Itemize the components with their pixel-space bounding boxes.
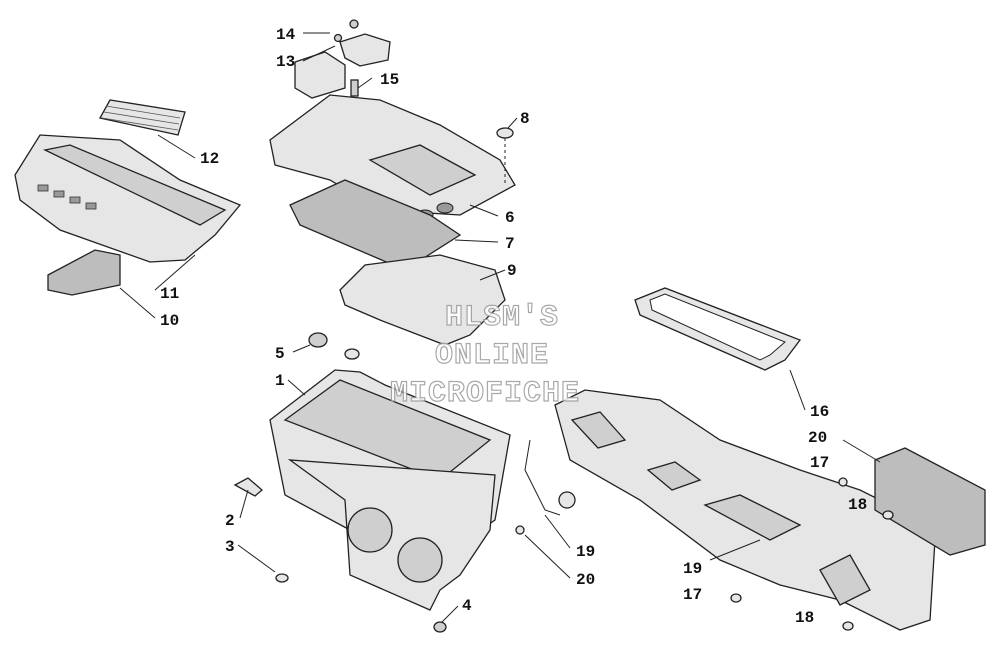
callout-labels: 14 13 15 8 12 6 7 9 11 10 5 1 16 20 17 1… bbox=[160, 26, 867, 627]
callout-7: 7 bbox=[505, 235, 515, 253]
callout-21: 19 bbox=[576, 543, 595, 561]
callout-19: 19 bbox=[683, 560, 702, 578]
fasteners-parts-17-22 bbox=[515, 439, 894, 631]
callout-6: 6 bbox=[505, 209, 515, 227]
drain-part-4 bbox=[433, 621, 447, 633]
foam-pad-part-7 bbox=[289, 179, 462, 271]
callout-16: 16 bbox=[810, 403, 829, 421]
watermark-line-2: ONLINE bbox=[435, 339, 549, 373]
callout-8: 8 bbox=[520, 110, 530, 128]
callout-4: 4 bbox=[462, 597, 472, 615]
clip-part-2 bbox=[233, 477, 263, 497]
callout-17b: 17 bbox=[683, 586, 702, 604]
callout-18a: 18 bbox=[848, 496, 867, 514]
callout-1: 1 bbox=[275, 372, 285, 390]
watermark: HLSM'S ONLINE MICROFICHE bbox=[389, 300, 580, 411]
leader-lines bbox=[119, 32, 881, 623]
callout-3: 3 bbox=[225, 538, 235, 556]
screw-part-8 bbox=[496, 127, 514, 185]
callout-18b: 18 bbox=[795, 609, 814, 627]
callout-20: 20 bbox=[808, 429, 827, 447]
airbox-cover-part-11 bbox=[14, 134, 242, 263]
clip-assembly-parts-13-15 bbox=[294, 19, 391, 99]
callout-13: 13 bbox=[276, 53, 295, 71]
callout-22: 20 bbox=[576, 571, 595, 589]
foam-block-part-20 bbox=[874, 447, 986, 556]
callout-12: 12 bbox=[200, 150, 219, 168]
watermark-line-1: HLSM'S bbox=[445, 301, 559, 335]
airbox-base-part-1 bbox=[269, 369, 511, 611]
foam-pad-part-10 bbox=[47, 249, 121, 296]
grommet-part-3 bbox=[275, 573, 289, 583]
cap-part-5 bbox=[308, 332, 360, 360]
intake-boot-part-9 bbox=[339, 254, 506, 346]
gasket-part-16 bbox=[634, 287, 802, 371]
callout-2: 2 bbox=[225, 512, 235, 530]
callout-17a: 17 bbox=[810, 454, 829, 472]
filter-screen-part-12 bbox=[99, 99, 186, 136]
callout-9: 9 bbox=[507, 262, 517, 280]
callout-10: 10 bbox=[160, 312, 179, 330]
watermark-line-3: MICROFICHE bbox=[390, 377, 580, 411]
callout-14: 14 bbox=[276, 26, 296, 44]
callout-15: 15 bbox=[380, 71, 399, 89]
callout-11: 11 bbox=[160, 285, 179, 303]
callout-5: 5 bbox=[275, 345, 285, 363]
intake-duct-part-19 bbox=[554, 389, 936, 631]
